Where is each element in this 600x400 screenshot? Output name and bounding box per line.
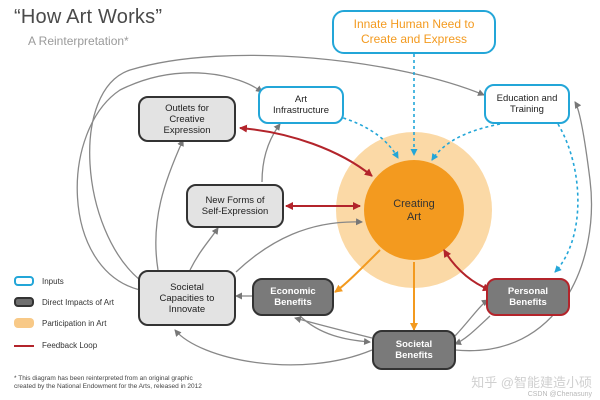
loop-benefits-to-education [454,101,593,352]
input-education-to-art [431,123,501,161]
orange-art-to-economic [334,249,381,293]
legend-feedback: Feedback Loop [14,341,97,350]
arrow-societal-to-economic [294,316,373,339]
loop-capacities-to-artinfra [76,72,263,291]
arrow-capacities-to-creating [235,218,363,273]
diagram-title: “How Art Works” [14,6,163,28]
legend-inputs: Inputs [14,276,64,286]
legend-inputs-swatch [14,276,34,286]
legend-direct-swatch [14,297,34,307]
loop-societal-to-capacities [174,329,373,366]
loop-capacities-to-education [89,54,485,281]
arrow-capacities-to-newforms [189,227,219,271]
arrow-societal-to-personal [454,299,489,337]
creating-art-core [364,160,464,260]
input-infra-to-art [319,111,399,159]
legend-direct: Direct Impacts of Art [14,297,114,307]
feedback-outlets [239,124,373,177]
node-creating-art: Creating Art [393,198,435,223]
node-education-training: Education and Training [484,84,570,124]
node-new-forms: New Forms of Self-Expression [186,184,284,228]
node-economic-benefits: Economic Benefits [252,278,334,316]
legend-participation-label: Participation in Art [42,318,107,328]
input-education-to-personal [554,123,579,273]
legend-direct-label: Direct Impacts of Art [42,297,115,307]
node-personal-benefits: Personal Benefits [486,278,570,316]
watermark-main: 知乎 @智能建造小硕 [471,375,592,390]
node-innate-need: Innate Human Need to Create and Express [332,10,496,54]
node-outlets: Outlets for Creative Expression [138,96,236,142]
legend-participation: Participation in Art [14,318,106,328]
node-societal-benefits: Societal Benefits [372,330,456,370]
feedback-personal [443,249,491,292]
node-societal-capacities: Societal Capacities to Innovate [138,270,236,326]
arrow-capacities-to-outlets [155,139,184,271]
diagram-subtitle: A Reinterpretation* [28,34,129,48]
node-art-infrastructure: Art Infrastructure [258,86,344,124]
watermark-sub: CSDN @Chenasuny [527,391,592,398]
legend-feedback-label: Feedback Loop [42,341,98,350]
legend-feedback-swatch [14,344,34,347]
legend-participation-swatch [14,318,34,328]
arrow-personal-to-societal [454,315,491,346]
footnote: * This diagram has been reinterpreted fr… [14,375,202,390]
legend-inputs-label: Inputs [42,276,64,286]
watermark: 知乎 @智能建造小硕 CSDN @Chenasuny [471,372,592,399]
